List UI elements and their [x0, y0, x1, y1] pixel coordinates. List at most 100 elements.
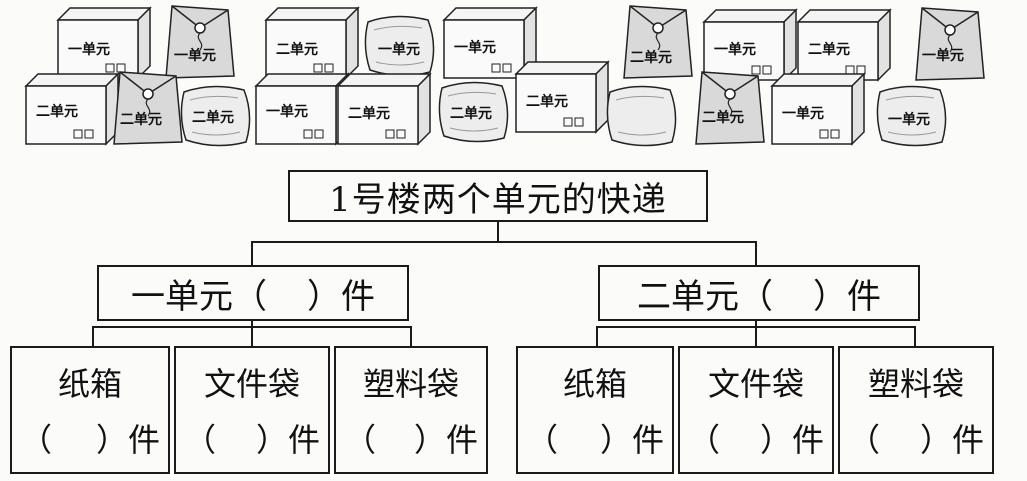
unit-text: 件: [287, 421, 320, 459]
unit2-node: 二单元 （ ） 件: [598, 265, 920, 321]
svg-text:二单元: 二单元: [348, 105, 390, 122]
svg-text:一单元: 一单元: [454, 39, 496, 56]
open-paren: （: [20, 421, 53, 459]
connector-line: [755, 326, 757, 346]
category-label: 塑料袋: [867, 365, 964, 403]
open-paren: （: [344, 421, 377, 459]
svg-text:二单元: 二单元: [450, 105, 492, 122]
package: 一单元: [703, 9, 797, 81]
packages-illustration: 一单元 一单元 二单元 二单元 二单元 二单元 一单元 一单元 一单元 二单元 …: [25, 5, 985, 147]
package: 二单元: [515, 61, 609, 133]
package: 一单元: [165, 5, 235, 79]
connector-line: [410, 326, 412, 346]
unit1-open-paren: （: [233, 276, 267, 317]
unit1-close-paren: ）: [307, 276, 341, 317]
svg-text:二单元: 二单元: [630, 49, 672, 66]
connector-line: [755, 321, 757, 327]
package: 一单元: [255, 73, 349, 145]
package: 一单元: [876, 85, 947, 147]
category-label: 文件袋: [203, 365, 300, 403]
package: 二单元: [337, 73, 431, 145]
package: 一单元: [443, 7, 537, 79]
svg-text:二单元: 二单元: [276, 41, 318, 58]
unit1-category-document-bag: 文件袋 （ ）件: [174, 346, 330, 474]
unit1-node: 一单元 （ ） 件: [97, 265, 409, 321]
connector-line: [596, 326, 598, 346]
connector-line: [251, 241, 757, 243]
connector-line: [251, 321, 253, 327]
connector-line: [914, 326, 916, 346]
connector-line: [755, 241, 757, 265]
category-count[interactable]: （ ）件: [336, 415, 486, 461]
package: 二单元: [113, 71, 183, 145]
unit2-category-carton: 纸箱 （ ）件: [516, 346, 674, 474]
unit2-category-plastic-bag: 塑料袋 （ ）件: [838, 346, 994, 474]
close-paren: ）: [599, 421, 632, 459]
svg-text:二单元: 二单元: [808, 41, 850, 58]
package: 二单元: [623, 5, 693, 79]
unit1-unit: 件: [341, 276, 375, 317]
unit2-close-paren: ）: [813, 276, 847, 317]
close-paren: ）: [759, 421, 792, 459]
package: 二单元: [25, 73, 119, 145]
category-count[interactable]: （ ）件: [12, 415, 168, 461]
svg-text:一单元: 一单元: [68, 41, 110, 58]
close-paren: ）: [95, 421, 128, 459]
close-paren: ）: [413, 421, 446, 459]
root-label: 1号楼两个单元的快递: [329, 179, 667, 220]
package: 一单元: [915, 7, 985, 81]
category-count[interactable]: （ ）件: [840, 415, 992, 461]
open-paren: （: [688, 421, 721, 459]
unit2-category-document-bag: 文件袋 （ ）件: [678, 346, 834, 474]
category-count[interactable]: （ ）件: [518, 415, 672, 461]
svg-text:一单元: 一单元: [378, 41, 420, 58]
connector-line: [92, 326, 94, 346]
unit2-label: 二单元: [637, 276, 739, 317]
category-count[interactable]: （ ）件: [176, 415, 328, 461]
open-paren: （: [184, 421, 217, 459]
svg-text:一单元: 一单元: [888, 111, 930, 128]
package: 二单元: [438, 81, 509, 143]
unit-text: 件: [445, 421, 478, 459]
svg-text:一单元: 一单元: [922, 47, 964, 64]
package: 一单元: [771, 73, 865, 145]
category-label: 塑料袋: [362, 365, 459, 403]
svg-text:一单元: 一单元: [174, 47, 216, 64]
unit1-category-plastic-bag: 塑料袋 （ ）件: [334, 346, 488, 474]
svg-text:二单元: 二单元: [36, 103, 78, 120]
unit-text: 件: [127, 421, 160, 459]
package: 二单元: [797, 9, 891, 81]
category-count[interactable]: （ ）件: [680, 415, 832, 461]
category-label: 纸箱: [562, 365, 627, 403]
open-paren: （: [848, 421, 881, 459]
category-label: 纸箱: [57, 365, 122, 403]
unit2-unit: 件: [847, 276, 881, 317]
package: 一单元: [364, 15, 435, 77]
unit2-open-paren: （: [739, 276, 773, 317]
package: 二单元: [265, 7, 359, 79]
unit-text: 件: [951, 421, 984, 459]
root-node: 1号楼两个单元的快递: [288, 170, 708, 222]
unit1-label: 一单元: [131, 276, 233, 317]
svg-text:一单元: 一单元: [266, 103, 308, 120]
package: 一单元: [57, 7, 151, 79]
open-paren: （: [526, 421, 559, 459]
close-paren: ）: [255, 421, 288, 459]
unit-text: 件: [791, 421, 824, 459]
unit-text: 件: [631, 421, 664, 459]
connector-line: [251, 326, 253, 346]
svg-text:一单元: 一单元: [782, 105, 824, 122]
connector-line: [497, 222, 499, 242]
svg-text:一单元: 一单元: [714, 41, 756, 58]
connector-line: [251, 241, 253, 265]
package: 二单元: [695, 71, 765, 145]
package: [606, 85, 677, 147]
svg-text:二单元: 二单元: [526, 93, 568, 110]
svg-text:二单元: 二单元: [192, 109, 234, 126]
svg-text:二单元: 二单元: [702, 109, 744, 126]
close-paren: ）: [919, 421, 952, 459]
unit1-category-carton: 纸箱 （ ）件: [10, 346, 170, 474]
svg-text:二单元: 二单元: [120, 111, 162, 128]
package: 二单元: [180, 85, 251, 147]
category-label: 文件袋: [707, 365, 804, 403]
